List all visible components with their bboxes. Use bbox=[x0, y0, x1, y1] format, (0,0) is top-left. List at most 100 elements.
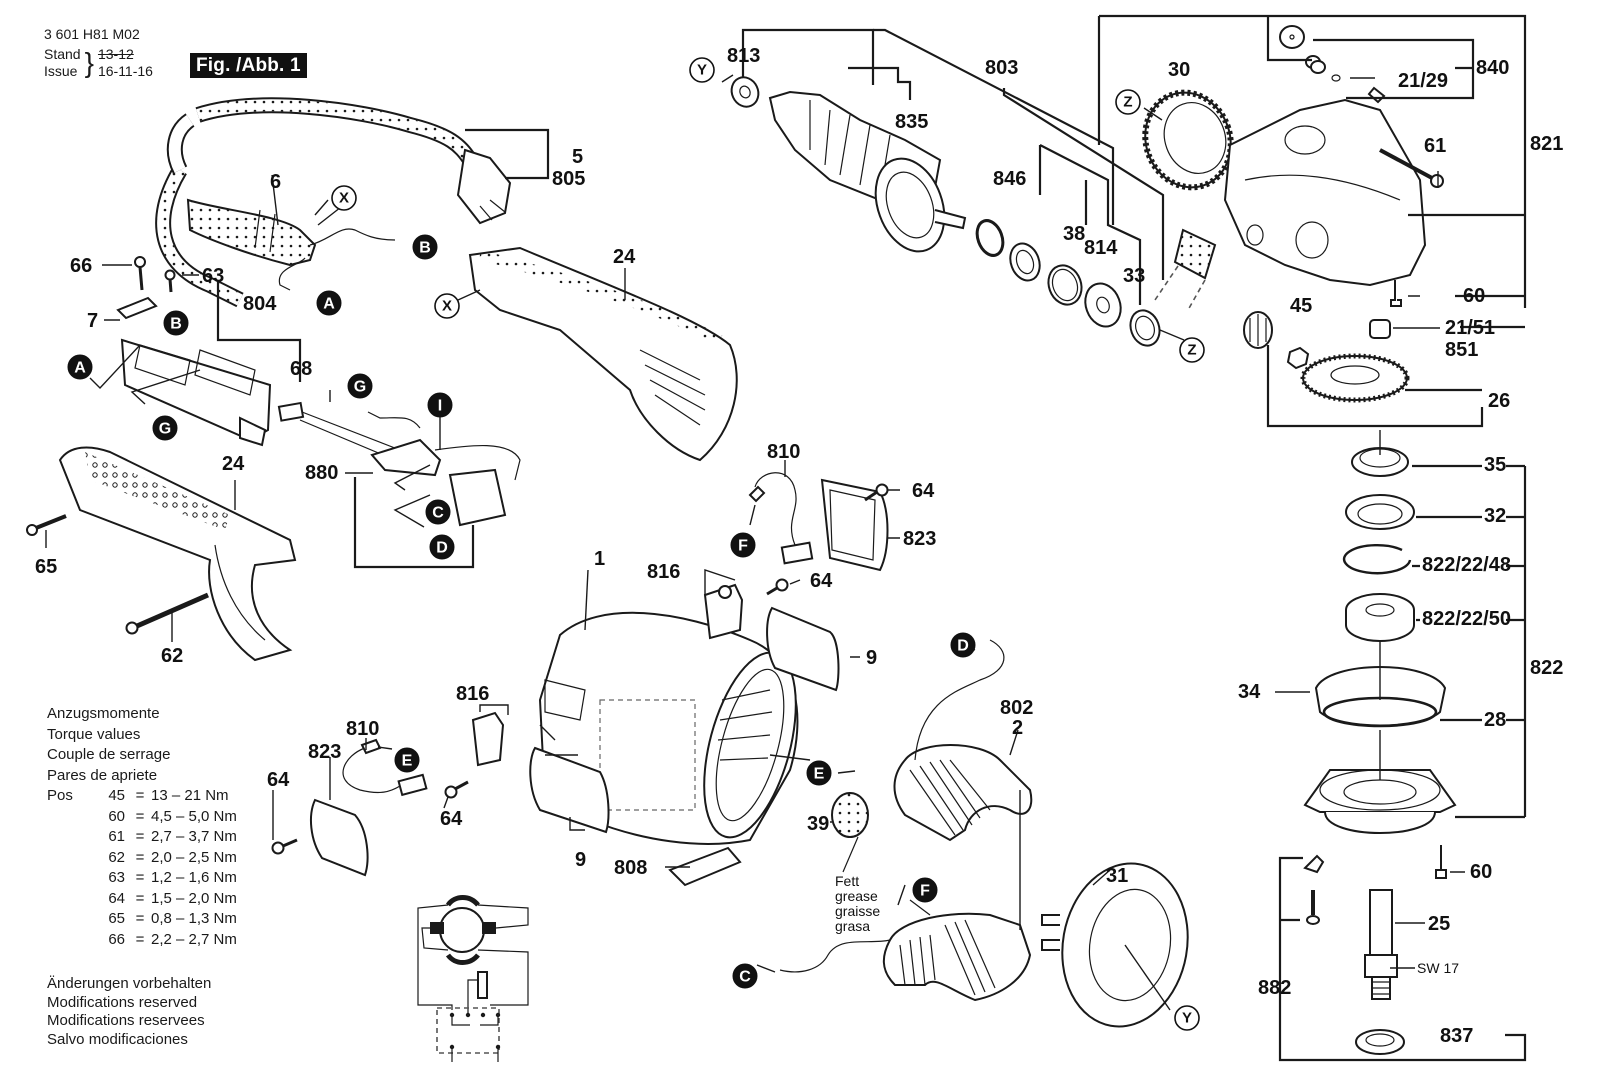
spindle-25 bbox=[1364, 889, 1398, 1000]
label-835: 835 bbox=[895, 111, 928, 133]
grease-de: Fett bbox=[835, 873, 859, 889]
pos-label: Pos bbox=[47, 787, 73, 804]
svg-text:A: A bbox=[74, 360, 86, 377]
svg-text:I: I bbox=[438, 398, 442, 415]
torque-value: 4,5 – 5,0 Nm bbox=[151, 807, 237, 825]
label-882: 882 bbox=[1258, 977, 1291, 999]
torque-eq: = bbox=[135, 787, 145, 804]
sleeve-32 bbox=[1345, 494, 1415, 530]
wiring-schematic bbox=[417, 895, 529, 1062]
bearing-814 bbox=[1084, 282, 1122, 328]
torque-row: 64=1,5 – 2,0 Nm bbox=[47, 889, 237, 910]
armature-835 bbox=[768, 90, 967, 253]
marker-c-coil: C bbox=[732, 963, 758, 989]
label-30: 30 bbox=[1168, 59, 1190, 81]
screw-61 bbox=[1379, 148, 1444, 188]
part-labels: 813 803 835 846 38 814 33 30 840 21/29 8… bbox=[35, 45, 1563, 1047]
marker-b-switch: B bbox=[163, 310, 189, 336]
marker-z-ring: Z bbox=[1179, 337, 1205, 363]
marker-f-coil: F bbox=[912, 877, 938, 903]
marker-d-module: D bbox=[429, 534, 455, 560]
ball-bearing-822-22-50 bbox=[1345, 593, 1415, 642]
o-ring-28 bbox=[1322, 696, 1438, 728]
torque-row: 66=2,2 – 2,7 Nm bbox=[47, 930, 237, 951]
label-45: 45 bbox=[1290, 295, 1312, 317]
screw-64-d bbox=[444, 780, 469, 799]
label-805: 805 bbox=[552, 168, 585, 190]
connector-markers: X X Y Y Z Z A A B B G G I C D F E D E F … bbox=[67, 57, 1205, 1031]
label-823-upper: 823 bbox=[903, 528, 936, 550]
label-816-upper: 816 bbox=[647, 561, 680, 583]
svg-text:E: E bbox=[402, 753, 413, 770]
label-880: 880 bbox=[305, 462, 338, 484]
label-2: 2 bbox=[1012, 717, 1023, 739]
screw-62 bbox=[125, 592, 210, 635]
label-1: 1 bbox=[594, 548, 605, 570]
grease-cap-39 bbox=[831, 792, 869, 838]
note-es: Salvo modificaciones bbox=[47, 1030, 188, 1048]
torque-value: 2,7 – 3,7 Nm bbox=[151, 828, 237, 845]
torque-eq: = bbox=[135, 807, 145, 825]
washer-846 bbox=[1009, 242, 1041, 282]
label-837: 837 bbox=[1440, 1025, 1473, 1047]
marker-b-cord: B bbox=[412, 234, 438, 260]
screw-64-b bbox=[766, 578, 789, 596]
ring-38 bbox=[1047, 264, 1083, 306]
torque-pos: 64 bbox=[108, 889, 125, 907]
torque-pos: 61 bbox=[108, 828, 125, 845]
wire-b bbox=[309, 228, 396, 246]
handle-half-upper bbox=[468, 246, 738, 462]
issue-label: Issue bbox=[44, 63, 78, 79]
label-25: 25 bbox=[1428, 913, 1450, 935]
label-9-upper: 9 bbox=[866, 647, 877, 669]
grease-fr: graisse bbox=[835, 903, 880, 919]
part-number: 3 601 H81 M02 bbox=[44, 26, 140, 42]
brush-holder-816-lower bbox=[471, 711, 505, 767]
svg-text:C: C bbox=[432, 505, 444, 522]
label-6: 6 bbox=[270, 171, 281, 193]
label-33: 33 bbox=[1123, 265, 1145, 287]
spring bbox=[1305, 55, 1326, 74]
label-804: 804 bbox=[243, 293, 277, 315]
torque-row: 65=0,8 – 1,3 Nm bbox=[47, 909, 237, 930]
svg-text:X: X bbox=[339, 190, 349, 207]
stand-label: Stand bbox=[44, 46, 81, 62]
torque-row: 61=2,7 – 3,7 Nm bbox=[47, 827, 237, 848]
document-header: 3 601 H81 M02 Stand Issue } 13-12 16-11-… bbox=[44, 26, 153, 80]
label-5: 5 bbox=[572, 146, 583, 168]
field-coil-lower bbox=[779, 899, 1032, 1002]
circlip-822-22-48 bbox=[1342, 543, 1412, 575]
label-26: 26 bbox=[1488, 390, 1510, 412]
marker-c-module: C bbox=[425, 499, 451, 525]
torque-eq: = bbox=[135, 930, 145, 948]
torque-eq: = bbox=[135, 869, 145, 886]
svg-text:F: F bbox=[738, 538, 748, 555]
svg-text:B: B bbox=[170, 316, 182, 333]
svg-text:D: D bbox=[957, 638, 969, 655]
torque-value: 13 – 21 Nm bbox=[151, 787, 229, 804]
marker-i-module: I bbox=[427, 392, 453, 418]
issue-date: 16-11-16 bbox=[97, 63, 153, 79]
carbon-pad bbox=[1173, 228, 1217, 280]
marker-x-handle: X bbox=[434, 293, 460, 319]
label-822: 822 bbox=[1530, 657, 1563, 679]
label-62: 62 bbox=[161, 645, 183, 667]
screw-882 bbox=[1306, 890, 1320, 925]
wire-a bbox=[278, 257, 306, 291]
label-sw17: SW 17 bbox=[1417, 960, 1459, 976]
leader-lines bbox=[45, 14, 1527, 1062]
torque-eq: = bbox=[135, 848, 145, 866]
note-de: Änderungen vorbehalten bbox=[47, 975, 212, 992]
torque-row: 63=1,2 – 1,6 Nm bbox=[47, 868, 237, 889]
label-21-29: 21/29 bbox=[1398, 70, 1448, 92]
electronic-module-880 bbox=[367, 411, 521, 527]
label-802: 802 bbox=[1000, 697, 1033, 719]
nut-45 bbox=[1286, 346, 1310, 370]
label-810-lower: 810 bbox=[346, 718, 379, 740]
switch-clamp bbox=[116, 296, 158, 320]
cord-protector bbox=[186, 198, 317, 267]
torque-value: 0,8 – 1,3 Nm bbox=[151, 910, 237, 927]
marker-g-module: G bbox=[347, 373, 373, 399]
